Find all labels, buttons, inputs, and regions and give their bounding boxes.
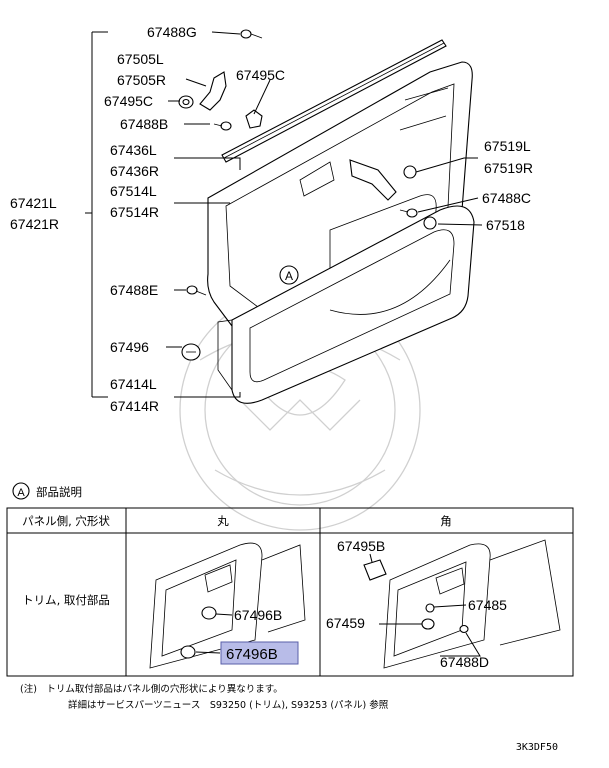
- label-67519l: 67519L: [484, 138, 531, 154]
- square-part-67485: 67485: [468, 597, 507, 613]
- header-round-hole: 丸: [217, 514, 229, 528]
- legend-marker: A: [17, 487, 25, 499]
- label-67421r: 67421R: [10, 216, 59, 232]
- label-67514r: 67514R: [110, 204, 159, 220]
- label-67505l: 67505L: [117, 51, 164, 67]
- label-67488b: 67488B: [120, 116, 168, 132]
- bracket-67505: [199, 71, 227, 111]
- round-hole-detail: 67496B 67496B: [149, 542, 306, 669]
- clip-67495c-b: [245, 109, 263, 129]
- header-square-hole: 角: [440, 514, 452, 528]
- row-label-trim: トリム, 取付部品: [22, 593, 110, 607]
- label-67518: 67518: [486, 217, 525, 233]
- label-67495c-b: 67495C: [236, 67, 285, 83]
- callout-leader-lines: [85, 31, 483, 398]
- label-67488c: 67488C: [482, 190, 531, 206]
- door-trim-illustration: A: [207, 39, 475, 404]
- legend-table: パネル側, 穴形状 丸 角 トリム, 取付部品: [6, 507, 574, 677]
- round-part-67496b-top: 67496B: [234, 607, 282, 623]
- footnotes: (注) トリム取付部品はパネル側の穴形状により異なります。 詳細はサービスパーツ…: [20, 683, 389, 711]
- label-67414l: 67414L: [110, 376, 157, 392]
- screw-67488c: [399, 208, 418, 218]
- label-67496: 67496: [110, 339, 149, 355]
- label-67436r: 67436R: [110, 163, 159, 179]
- label-67519r: 67519R: [484, 160, 533, 176]
- round-part-67496b-highlighted: 67496B: [226, 646, 278, 663]
- clip-67495c-a: [178, 95, 194, 109]
- note-line-1: (注) トリム取付部品はパネル側の穴形状により異なります。: [20, 683, 283, 695]
- fastener-67488g: [240, 29, 263, 39]
- square-part-67488d: 67488D: [440, 654, 489, 670]
- label-67488e: 67488E: [110, 282, 158, 298]
- label-67436l: 67436L: [110, 142, 157, 158]
- label-67414r: 67414R: [110, 398, 159, 414]
- highlight-box: [220, 641, 299, 665]
- callout-labels: 67488G 67505L 67505R 67495C 67495C 67488…: [10, 24, 533, 414]
- screw-67488b: [213, 121, 232, 131]
- header-panel-side: パネル側, 穴形状: [22, 514, 110, 528]
- legend-heading: A 部品説明: [12, 482, 82, 500]
- label-67514l: 67514L: [110, 183, 157, 199]
- square-part-67459: 67459: [326, 615, 365, 631]
- grommet-67496: [181, 343, 201, 361]
- square-part-67495b: 67495B: [337, 538, 385, 554]
- cap-67518: [423, 216, 437, 230]
- square-hole-detail: 67495B 67485 67459 67488D: [326, 538, 561, 670]
- legend-title: 部品説明: [36, 485, 82, 499]
- screw-67488e: [186, 285, 207, 296]
- note-line-2: 詳細はサービスパーツニュース S93250 (トリム), S93253 (パネル…: [68, 699, 389, 711]
- figure-code: 3K3DF50: [516, 742, 558, 753]
- label-67488g: 67488G: [147, 24, 197, 40]
- label-67495c-a: 67495C: [104, 93, 153, 109]
- label-67505r: 67505R: [117, 72, 166, 88]
- marker-a-label: A: [285, 269, 293, 283]
- label-67421l: 67421L: [10, 195, 57, 211]
